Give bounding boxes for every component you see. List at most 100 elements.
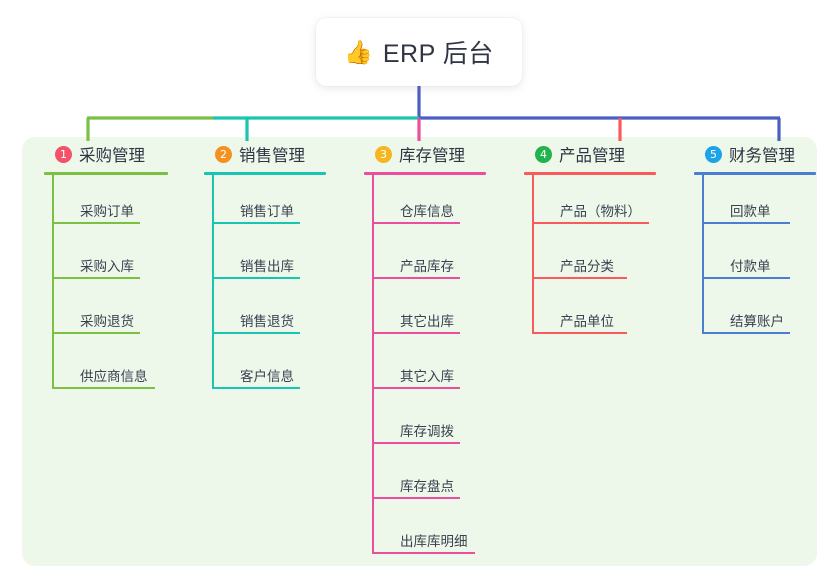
branch-columns: 1 采购管理采购订单采购入库采购退货供应商信息 2 销售管理销售订单销售出库销售退货客… (22, 137, 817, 566)
branch-header-rule (524, 172, 656, 175)
branch-item[interactable]: 其它出库 (372, 285, 510, 340)
branch-item-rule (532, 222, 649, 224)
branch-column-3: 3 库存管理仓库信息产品库存其它出库其它入库库存调拨库存盘点出库库明细 (360, 137, 510, 560)
branch-item[interactable]: 产品单位 (532, 285, 680, 340)
branch-item[interactable]: 销售订单 (212, 175, 350, 230)
branch-item-list: 仓库信息产品库存其它出库其它入库库存调拨库存盘点出库库明细 (360, 175, 510, 560)
branch-spine (532, 175, 534, 334)
branch-item[interactable]: 产品库存 (372, 230, 510, 285)
branch-item-rule (212, 222, 300, 224)
branch-item-label: 采购订单 (80, 204, 134, 219)
branch-item-rule (372, 332, 460, 334)
branch-item[interactable]: 采购入库 (52, 230, 192, 285)
branch-item-rule (372, 387, 460, 389)
branch-item[interactable]: 仓库信息 (372, 175, 510, 230)
branch-item-rule (372, 442, 460, 444)
branch-item-label: 库存盘点 (400, 479, 454, 494)
root-node-label: ERP 后台 (382, 40, 494, 68)
root-node[interactable]: 👍 ERP 后台 (316, 18, 522, 86)
branch-item[interactable]: 采购订单 (52, 175, 192, 230)
branch-number-badge: 5 (705, 145, 722, 163)
branch-item[interactable]: 产品（物料） (532, 175, 680, 230)
branch-header-3[interactable]: 3 库存管理 (360, 137, 510, 171)
branch-item-label: 结算账户 (730, 314, 784, 329)
branch-item-label: 产品分类 (560, 259, 614, 274)
branch-item-rule (52, 387, 155, 389)
branch-number-badge: 1 (55, 145, 72, 163)
branch-item-label: 采购退货 (80, 314, 134, 329)
branch-item[interactable]: 供应商信息 (52, 340, 192, 395)
branch-item[interactable]: 产品分类 (532, 230, 680, 285)
branch-number-badge: 3 (375, 145, 392, 163)
branch-item-label: 客户信息 (240, 369, 294, 384)
branch-header-rule (204, 172, 326, 175)
branch-column-5: 5 财务管理回款单付款单结算账户 (690, 137, 839, 340)
branch-item-label: 销售订单 (240, 204, 294, 219)
branch-item-list: 回款单付款单结算账户 (690, 175, 839, 340)
branch-item[interactable]: 回款单 (702, 175, 839, 230)
branch-item[interactable]: 其它入库 (372, 340, 510, 395)
branch-item-label: 付款单 (730, 259, 771, 274)
branch-item[interactable]: 库存调拨 (372, 395, 510, 450)
branch-item-label: 其它出库 (400, 314, 454, 329)
branch-item-rule (212, 332, 300, 334)
branch-item-rule (372, 497, 460, 499)
branch-item-rule (532, 277, 627, 279)
branch-item-rule (702, 332, 790, 334)
branch-item[interactable]: 销售退货 (212, 285, 350, 340)
branch-item[interactable]: 销售出库 (212, 230, 350, 285)
branch-header-rule (364, 172, 486, 175)
branch-title: 产品管理 (559, 147, 625, 165)
branch-spine (372, 175, 374, 554)
branch-item[interactable]: 库存盘点 (372, 450, 510, 505)
branch-item[interactable]: 出库库明细 (372, 505, 510, 560)
branch-header-5[interactable]: 5 财务管理 (690, 137, 839, 171)
branch-item-rule (702, 277, 790, 279)
thumbs-up-icon: 👍 (344, 38, 373, 65)
branch-item-label: 产品（物料） (560, 204, 641, 219)
branch-item-rule (372, 222, 460, 224)
branch-item-rule (372, 552, 475, 554)
branch-title: 库存管理 (399, 147, 465, 165)
branch-item-label: 销售退货 (240, 314, 294, 329)
branch-item-label: 库存调拨 (400, 424, 454, 439)
branch-item-label: 其它入库 (400, 369, 454, 384)
branch-spine (52, 175, 54, 389)
branch-item-rule (52, 222, 140, 224)
branch-item-list: 销售订单销售出库销售退货客户信息 (200, 175, 350, 395)
branch-item-label: 供应商信息 (80, 369, 148, 384)
branch-column-1: 1 采购管理采购订单采购入库采购退货供应商信息 (40, 137, 192, 395)
branch-item-rule (532, 332, 627, 334)
branch-item-list: 产品（物料） 产品分类产品单位 (520, 175, 680, 340)
branch-column-2: 2 销售管理销售订单销售出库销售退货客户信息 (200, 137, 350, 395)
branches-panel (22, 137, 817, 566)
branch-item[interactable]: 采购退货 (52, 285, 192, 340)
branch-item-rule (212, 387, 300, 389)
branch-item-label: 仓库信息 (400, 204, 454, 219)
branch-item-label: 采购入库 (80, 259, 134, 274)
branch-item-label: 回款单 (730, 204, 771, 219)
branch-header-4[interactable]: 4 产品管理 (520, 137, 680, 171)
branch-item-label: 产品单位 (560, 314, 614, 329)
branch-number-badge: 2 (215, 145, 232, 163)
branch-item[interactable]: 付款单 (702, 230, 839, 285)
branch-header-1[interactable]: 1 采购管理 (40, 137, 192, 171)
branch-header-rule (694, 172, 816, 175)
branch-item-rule (52, 277, 140, 279)
branch-spine (702, 175, 704, 334)
branch-item[interactable]: 结算账户 (702, 285, 839, 340)
branch-spine (212, 175, 214, 389)
branch-title: 采购管理 (79, 147, 145, 165)
branch-header-2[interactable]: 2 销售管理 (200, 137, 350, 171)
branch-item-rule (212, 277, 300, 279)
branch-item-label: 出库库明细 (400, 534, 468, 549)
branch-item-list: 采购订单采购入库采购退货供应商信息 (40, 175, 192, 395)
branch-title: 销售管理 (239, 147, 305, 165)
branch-item[interactable]: 客户信息 (212, 340, 350, 395)
branch-number-badge: 4 (535, 145, 552, 163)
branch-item-rule (372, 277, 460, 279)
branch-title: 财务管理 (729, 147, 795, 165)
branch-item-rule (702, 222, 790, 224)
branch-item-rule (52, 332, 140, 334)
